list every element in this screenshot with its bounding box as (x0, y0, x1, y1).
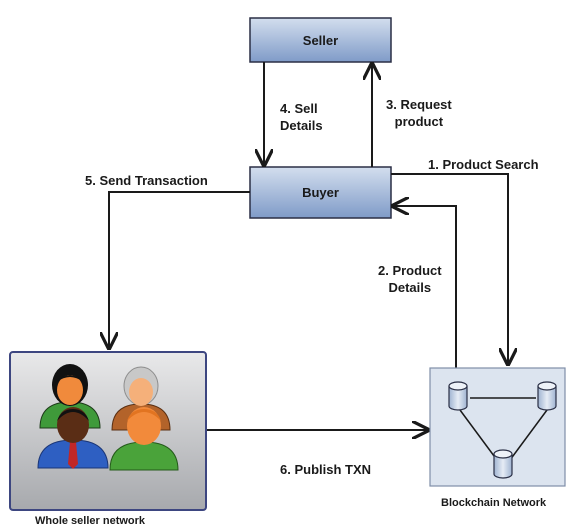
edge-label-product-details-line1: 2. Product (378, 263, 442, 278)
arrow-product-search (391, 173, 508, 364)
buyer-box (249, 166, 392, 219)
whole-seller-network-caption: Whole seller network (35, 515, 146, 527)
people-group-icon (37, 364, 179, 471)
blockchain-graph (459, 397, 548, 461)
edge-label-publish-txn: 6. Publish TXN (280, 462, 372, 477)
buyer-label: Buyer (302, 185, 339, 200)
edge-label-request-product: 3. Request product (386, 96, 452, 130)
edge-label-request-product-line1: 3. Request (386, 97, 452, 112)
whole-seller-network-box (9, 351, 207, 511)
seller-box (249, 17, 392, 63)
edge-label-sell-details-line2: Details (280, 118, 323, 133)
database-icon (448, 381, 468, 411)
database-icon (537, 381, 557, 411)
edge-label-product-details: 2. Product Details (378, 262, 442, 296)
edge-label-sell-details: 4. Sell Details (280, 100, 323, 134)
edge-label-request-product-line2: product (394, 114, 444, 129)
arrow-product-details (393, 206, 457, 378)
edge-label-sell-details-line1: 4. Sell (280, 101, 318, 116)
edge-label-product-details-line2: Details (388, 280, 432, 295)
edge-label-send-transaction: 5. Send Transaction (85, 173, 208, 188)
blockchain-network-caption: Blockchain Network (441, 497, 547, 509)
seller-label: Seller (302, 32, 339, 48)
database-icon (493, 449, 513, 479)
edge-label-product-search: 1. Product Search (428, 157, 539, 172)
arrow-send-transaction (109, 191, 250, 348)
